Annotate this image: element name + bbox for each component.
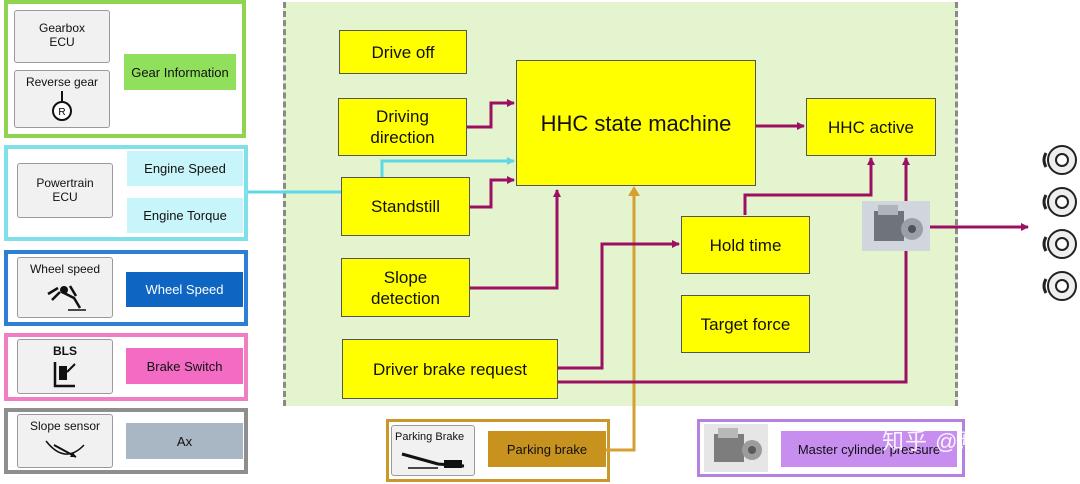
driver-brake-request-block: Driver brake request (342, 339, 558, 399)
wheel-speed-unit: Wheel speed (17, 257, 113, 318)
slope-sensor-icon (45, 440, 85, 458)
watermark: 知乎 @焉知 (882, 429, 1005, 454)
parking-brake-lever-icon (401, 452, 465, 469)
slope-detection-block: Slope detection (341, 258, 470, 317)
brake-pedal-icon (53, 362, 76, 388)
wheel-speed-sensor-icon (47, 285, 86, 311)
parking-brake-unit: Parking Brake (391, 425, 475, 476)
hydraulic-unit-icon (862, 201, 930, 251)
wheel-brake-icon (1042, 229, 1077, 259)
brake-switch-tag: Brake Switch (126, 348, 243, 384)
target-force-block: Target force (681, 295, 810, 353)
svg-text:R: R (58, 107, 65, 118)
hold-time-block: Hold time (681, 216, 810, 274)
slope-sensor-unit: Slope sensor (17, 414, 113, 468)
wheel-speed-tag: Wheel Speed (126, 272, 243, 307)
wheel-brakes (1042, 145, 1077, 301)
wheel-brake-icon (1042, 145, 1077, 175)
driving-direction-block: Driving direction (338, 98, 467, 156)
powertrain-ecu-unit: Powertrain ECU (17, 163, 113, 218)
hhc-state-machine-block: HHC state machine (516, 60, 756, 186)
abs-modulator-icon (704, 424, 768, 472)
wheel-brake-icon (1042, 271, 1077, 301)
hydraulic-unit-image (862, 201, 930, 251)
engine-torque-tag: Engine Torque (127, 198, 243, 233)
gear-information-tag: Gear Information (124, 54, 236, 90)
reverse-gear-icon: R (52, 91, 72, 121)
engine-speed-tag: Engine Speed (127, 151, 243, 186)
gearbox-ecu-unit: Gearbox ECU (14, 10, 110, 63)
bls-unit: BLS (17, 339, 113, 394)
parking-brake-tag: Parking brake (488, 431, 606, 467)
reverse-gear-unit: Reverse gear R (14, 70, 110, 128)
abs-modulator-image (704, 424, 768, 472)
ax-tag: Ax (126, 423, 243, 459)
drive-off-block: Drive off (339, 30, 467, 74)
master-cylinder-pressure-tag: Master cylinder pressure (781, 431, 957, 467)
wheel-brake-icon (1042, 187, 1077, 217)
standstill-block: Standstill (341, 177, 470, 236)
hhc-active-block: HHC active (806, 98, 936, 156)
